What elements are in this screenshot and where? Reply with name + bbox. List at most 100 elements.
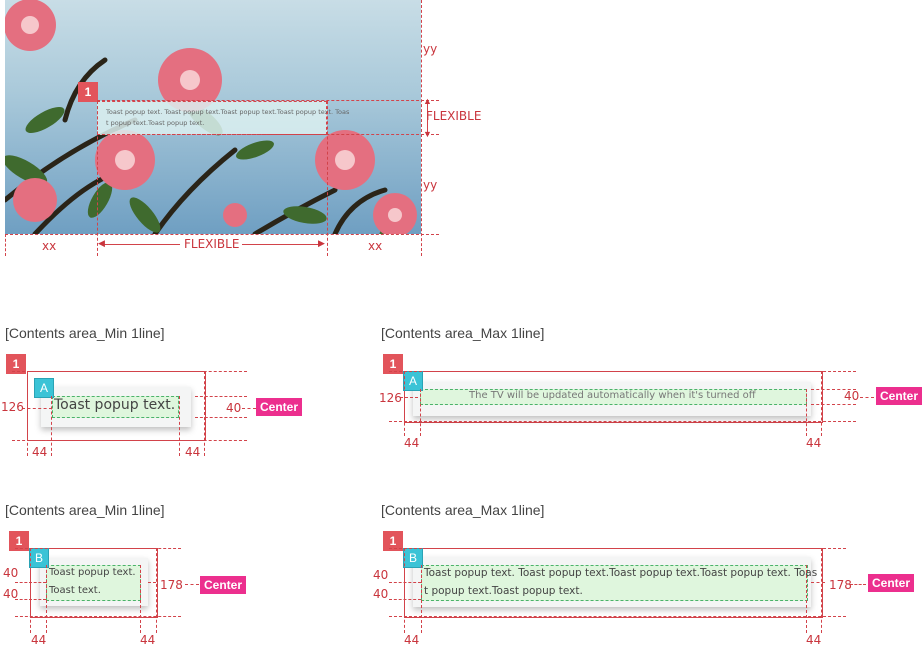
panel4-center-tag: Center [868, 574, 915, 592]
panel3-text-area [46, 565, 141, 601]
panel3-center-tag: Center [200, 576, 247, 594]
panel3-toast-line2: Toast text. [49, 585, 101, 596]
label-flexible-horizontal: FLEXIBLE [184, 237, 240, 251]
guide-line [811, 582, 825, 583]
label-xx-left: xx [42, 239, 57, 253]
panel4-text-area [421, 565, 808, 601]
label-yy-top: yy [423, 42, 438, 56]
guide-line [97, 101, 98, 256]
guide-line [5, 234, 6, 256]
photo-toast: Toast popup text. Toast popup text.Toast… [97, 101, 349, 135]
guide-line [22, 408, 52, 409]
guide-line [30, 548, 31, 633]
guide-line [400, 397, 418, 398]
guide-line [860, 397, 874, 398]
guide-line [5, 234, 439, 235]
guide-line [421, 0, 422, 256]
flexible-v-arrow [427, 102, 428, 133]
panel1-badge-a: A [34, 378, 54, 398]
guide-line [27, 371, 28, 456]
panel1-center-tag: Center [256, 398, 303, 416]
panel2-height-label: 126 [379, 391, 402, 405]
panel1-left-margin: 44 [32, 445, 48, 459]
guide-line [389, 371, 856, 372]
guide-line [389, 421, 856, 422]
guide-line [156, 548, 157, 633]
guide-line [821, 548, 822, 633]
panel1-toast-text: Toast popup text. [54, 397, 176, 413]
guide-line [806, 389, 807, 436]
panel1-height-label: 126 [1, 400, 24, 414]
panel1-title: [Contents area_Min 1line] [5, 325, 165, 341]
panel3-toast-line1: Toast popup text. [49, 567, 136, 578]
guide-line [327, 101, 328, 256]
arrow-left-icon: ◀ [98, 238, 105, 248]
guide-line [148, 582, 156, 583]
guide-line [185, 584, 199, 585]
guide-line [97, 134, 439, 135]
guide-line [179, 396, 180, 456]
panel3-side-label-2: 40 [3, 587, 19, 601]
panel4-toast-line1: Toast popup text. Toast popup text.Toast… [424, 567, 818, 579]
guide-line [51, 396, 52, 456]
guide-line [404, 548, 405, 633]
panel3-title: [Contents area_Min 1line] [5, 502, 165, 518]
panel1-side-label: 40 [226, 401, 242, 415]
panel2-center-tag: Center [876, 387, 923, 405]
panel1-right-margin: 44 [185, 445, 201, 459]
panel4-height-label: 178 [829, 578, 852, 592]
panel2-toast-text: The TV will be updated automatically whe… [469, 390, 756, 401]
panel2-badge-1: 1 [383, 354, 403, 374]
panel1-badge-1: 1 [6, 354, 26, 374]
flexible-h-arrow-left [104, 244, 180, 245]
panel4-badge-1: 1 [383, 531, 403, 551]
panel3-right-margin: 44 [140, 633, 156, 647]
panel2-badge-a: A [403, 371, 423, 391]
guide-line [850, 584, 866, 585]
panel4-side-label-1: 40 [373, 568, 389, 582]
guide-line [140, 565, 141, 633]
panel3-badge-1: 1 [9, 531, 29, 551]
guide-line [12, 440, 247, 441]
panel2-right-margin: 44 [806, 436, 822, 450]
guide-line [12, 371, 247, 372]
panel4-side-label-2: 40 [373, 587, 389, 601]
label-xx-right: xx [368, 239, 383, 253]
guide-line [811, 389, 856, 390]
label-yy-bottom: yy [423, 178, 438, 192]
panel1-text-area [52, 396, 179, 418]
panel4-left-margin: 44 [404, 633, 420, 647]
panel2-left-margin: 44 [404, 436, 420, 450]
panel3-left-margin: 44 [31, 633, 47, 647]
guide-line [46, 565, 47, 633]
guide-line [389, 582, 421, 583]
guide-line [242, 408, 256, 409]
photo-badge-1: 1 [78, 82, 98, 102]
photo-toast-line2: t popup text.Toast popup text. [106, 119, 205, 127]
panel2-title: [Contents area_Max 1line] [381, 325, 545, 341]
guide-line [15, 616, 181, 617]
flexible-h-arrow-right [242, 244, 320, 245]
guide-line [15, 548, 181, 549]
panel2-side-label: 40 [844, 389, 860, 403]
guide-line [97, 100, 439, 101]
panel4-badge-b: B [403, 548, 423, 568]
guide-line [195, 396, 247, 397]
guide-line [421, 565, 422, 633]
panel4-title: [Contents area_Max 1line] [381, 502, 545, 518]
guide-line [389, 616, 846, 617]
panel3-height-label: 178 [160, 578, 183, 592]
arrow-right-icon: ▶ [318, 238, 325, 248]
panel3-side-label-1: 40 [3, 566, 19, 580]
panel4-right-margin: 44 [806, 633, 822, 647]
label-flexible-vertical: FLEXIBLE [426, 109, 482, 123]
guide-line [195, 417, 247, 418]
arrow-up-icon: ▲ [423, 96, 432, 106]
arrow-down-icon: ▼ [423, 129, 432, 139]
guide-line [420, 389, 421, 436]
photo-toast-line1: Toast popup text. Toast popup text.Toast… [106, 108, 350, 116]
guide-line [821, 371, 822, 436]
guide-line [811, 404, 856, 405]
guide-line [404, 371, 405, 436]
guide-line [389, 548, 846, 549]
